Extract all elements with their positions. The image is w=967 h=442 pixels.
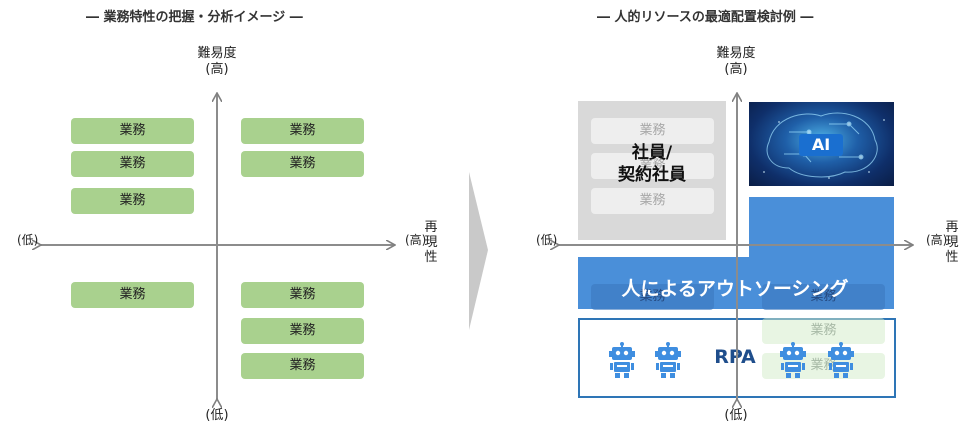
outsourcing-label: 人によるアウトソーシング (621, 278, 849, 300)
task-box: 業務 (591, 153, 714, 179)
left-axis-top-label: 難易度 (高) (197, 46, 237, 77)
left-axis-bottom-label: (低) (205, 408, 229, 423)
right-axis-right-high-label: (高) (926, 233, 948, 247)
rpa-label: RPA (714, 346, 756, 368)
task-box: 業務 (762, 353, 885, 379)
task-box: 業務 (241, 151, 364, 177)
left-axis-left-label: (低) (17, 233, 39, 247)
ai-brain-image: AI (749, 102, 894, 186)
task-box: 業務 (591, 284, 714, 310)
right-axis-bottom-label: (低) (724, 408, 748, 423)
task-box: 業務 (71, 118, 194, 144)
task-box: 業務 (71, 282, 194, 308)
task-box: 業務 (241, 282, 364, 308)
task-box: 業務 (762, 318, 885, 344)
right-axis-top-label: 難易度 (高) (716, 46, 756, 77)
chevron-right-arrow (469, 172, 488, 330)
ai-label: AI (799, 134, 843, 156)
outsourcing-zone-upper (749, 197, 894, 257)
task-box: 業務 (71, 188, 194, 214)
task-box: 業務 (591, 188, 714, 214)
left-axis-right-title: 再 現 性 (424, 220, 438, 265)
right-axis-left-label: (低) (536, 233, 558, 247)
task-box: 業務 (241, 353, 364, 379)
task-box: 業務 (241, 118, 364, 144)
left-panel-title: ― 業務特性の把握・分析イメージ ― (86, 10, 303, 25)
right-panel-title: ― 人的リソースの最適配置検討例 ― (597, 10, 814, 25)
employee-label: 社員/ 契約社員 (618, 143, 686, 185)
left-axis-right-high-label: (高) (405, 233, 427, 247)
task-box: 業務 (71, 151, 194, 177)
task-box: 業務 (241, 318, 364, 344)
right-axis-right-title: 再 現 性 (945, 220, 959, 265)
task-box: 業務 (762, 284, 885, 310)
task-box: 業務 (591, 118, 714, 144)
